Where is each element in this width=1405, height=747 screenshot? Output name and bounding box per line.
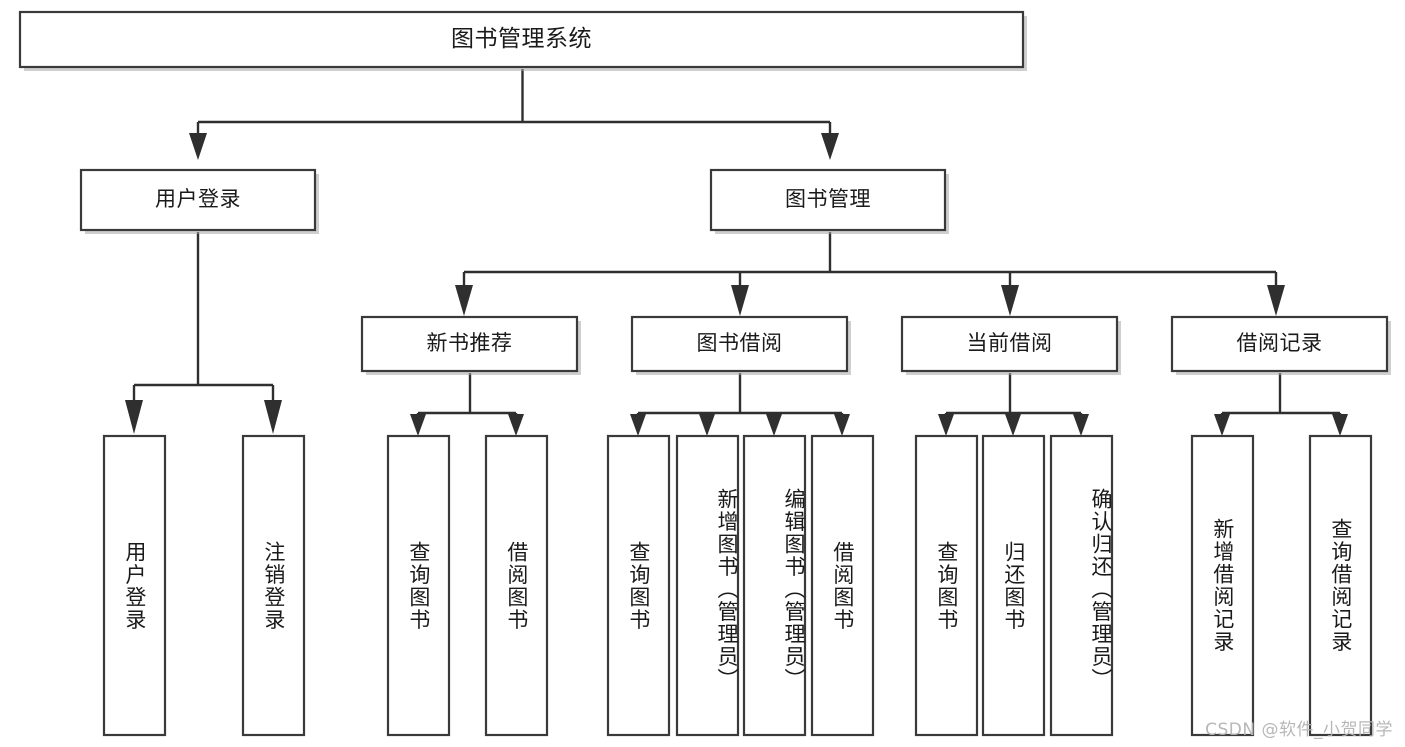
leaf-rect-2[interactable] [386,434,451,737]
arrow-head-leaf-user-login [125,400,143,434]
node-current-borrow-rect[interactable] [900,315,1119,373]
connector-group-borrowrecord-to-leaves [1214,373,1348,436]
arrow-head-cb-leaf-3 [1073,414,1089,436]
node-root[interactable] [18,10,1027,71]
arrow-head-bb-leaf-1 [630,414,646,436]
leaf-node-7[interactable] [810,434,875,737]
leaf-node-11[interactable] [1190,434,1255,737]
leaf-rect-12[interactable] [1308,434,1373,737]
arrow-head-current-borrow [1001,285,1019,316]
node-root-rect[interactable] [18,10,1025,69]
leaf-node-10[interactable] [1049,434,1114,737]
connector-group-bookmgmt-to-level3 [455,232,1285,316]
node-book-management[interactable] [709,168,949,234]
arrow-head-bb-leaf-4 [834,414,850,436]
node-book-management-rect[interactable] [709,168,947,232]
leaf-rect-7[interactable] [810,434,875,737]
leaf-rect-1[interactable] [241,434,306,737]
arrow-head-nb-leaf-1 [410,414,426,436]
arrow-head-book-mgmt [821,133,839,160]
leaf-rect-8[interactable] [914,434,979,737]
leaf-node-1[interactable] [241,434,306,737]
arrow-head-bb-leaf-3 [766,414,782,436]
arrow-head-cb-leaf-1 [938,414,954,436]
node-new-book-recommend-rect[interactable] [360,315,579,373]
leaf-rect-0[interactable] [102,434,167,737]
node-borrow-record[interactable] [1170,315,1391,375]
arrow-head-user-login [189,133,207,160]
arrow-head-cb-leaf-2 [1005,414,1021,436]
leaf-node-2[interactable] [386,434,451,737]
node-book-borrow[interactable] [630,315,851,375]
arrow-head-br-leaf-2 [1332,414,1348,436]
arrow-head-br-leaf-1 [1214,414,1230,436]
node-user-login-rect[interactable] [79,168,317,232]
connector-group-userlogin-to-leaves [125,232,282,434]
connector-group-currentborrow-to-leaves [938,373,1089,436]
node-borrow-record-rect[interactable] [1170,315,1389,373]
arrow-head-nb-leaf-2 [508,414,524,436]
node-book-borrow-rect[interactable] [630,315,849,373]
leaf-node-4[interactable] [606,434,671,737]
leaf-node-8[interactable] [914,434,979,737]
leaf-node-6[interactable] [742,434,807,737]
leaf-rect-9[interactable] [981,434,1046,737]
arrow-head-leaf-logout [264,400,282,434]
arrow-head-book-borrow [731,285,749,316]
leaf-rect-6[interactable] [742,434,807,737]
leaf-rect-4[interactable] [606,434,671,737]
arrow-head-new-book [455,285,473,316]
leaf-rect-10[interactable] [1049,434,1114,737]
leaf-rect-11[interactable] [1190,434,1255,737]
node-new-book-recommend[interactable] [360,315,581,375]
arrow-head-bb-leaf-2 [699,414,715,436]
node-user-login[interactable] [79,168,319,234]
connector-group-newbook-to-leaves [410,373,524,436]
leaf-node-0[interactable] [102,434,167,737]
leaf-node-3[interactable] [484,434,549,737]
leaf-node-9[interactable] [981,434,1046,737]
leaf-node-12[interactable] [1308,434,1373,737]
leaf-rect-3[interactable] [484,434,549,737]
leaf-node-5[interactable] [675,434,740,737]
connector-group-root-to-level2 [189,69,839,160]
connector-group-bookborrow-to-leaves [630,373,850,436]
leaf-rect-5[interactable] [675,434,740,737]
node-current-borrow[interactable] [900,315,1121,375]
arrow-head-borrow-record [1267,285,1285,316]
